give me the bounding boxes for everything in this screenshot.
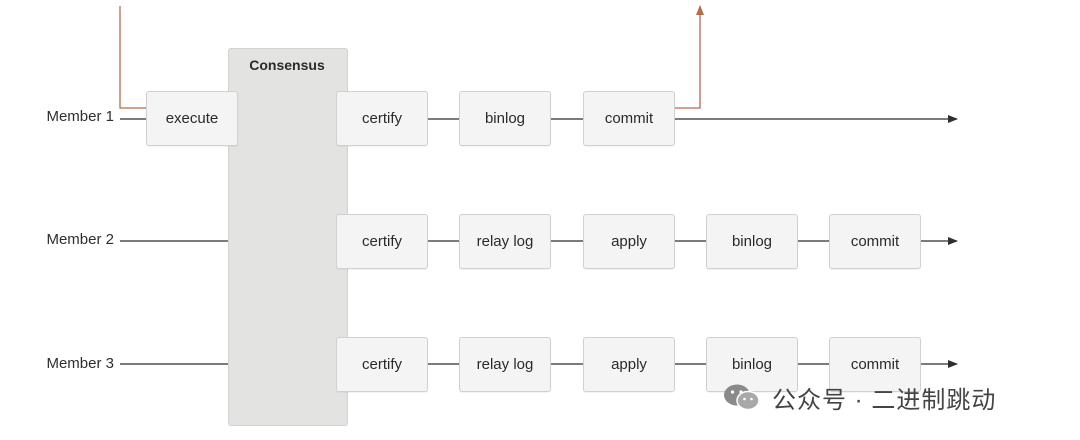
- member-1-execute-box: execute: [146, 91, 238, 146]
- member-3-binlog-box: binlog: [706, 337, 798, 392]
- member-1-binlog-box: binlog: [459, 91, 551, 146]
- member-2-label: Member 2: [46, 231, 114, 248]
- consensus-label: Consensus: [249, 57, 325, 73]
- member-2-apply-box: apply: [583, 214, 675, 269]
- member-2-relay-log-box: relay log: [459, 214, 551, 269]
- member-3-commit-box: commit: [829, 337, 921, 392]
- member-1-certify-box: certify: [336, 91, 428, 146]
- member-2-binlog-box: binlog: [706, 214, 798, 269]
- member-2-certify-box: certify: [336, 214, 428, 269]
- member-1-label: Member 1: [46, 108, 114, 125]
- member-3-label: Member 3: [46, 355, 114, 372]
- consensus-band: [228, 48, 348, 426]
- watermark: 公众号 · 二进制跳动: [722, 378, 996, 416]
- wechat-icon: [724, 384, 760, 411]
- member-2-commit-box: commit: [829, 214, 921, 269]
- member-3-relay-log-box: relay log: [459, 337, 551, 392]
- member-3-certify-box: certify: [336, 337, 428, 392]
- client-response-arrow: [675, 5, 704, 109]
- member-1-commit-box: commit: [583, 91, 675, 146]
- watermark-text: 公众号 · 二进制跳动: [772, 386, 997, 414]
- member-3-apply-box: apply: [583, 337, 675, 392]
- client-request-arrow: [119, 6, 146, 109]
